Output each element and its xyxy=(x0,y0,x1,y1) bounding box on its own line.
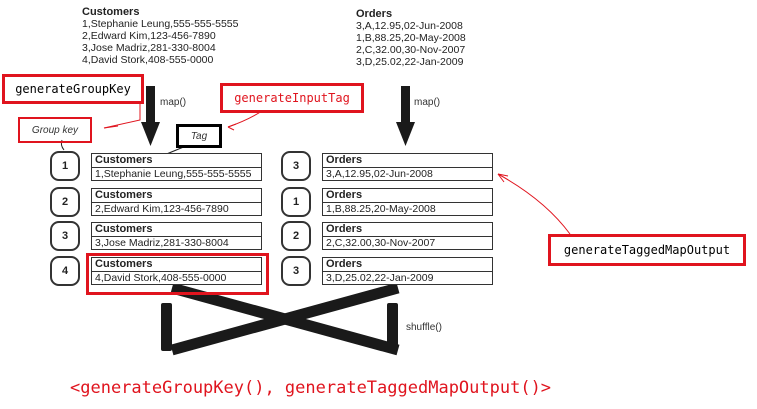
customers-source-line: 2,Edward Kim,123-456-7890 xyxy=(82,30,216,42)
customer-record: Customers 4,David Stork,408-555-0000 xyxy=(91,257,262,285)
generate-tagged-map-output-annotation: generateTaggedMapOutput xyxy=(548,234,746,266)
record-value: 2,C,32.00,30-Nov-2007 xyxy=(326,237,436,249)
shuffle-left-bar xyxy=(161,303,172,351)
customer-key-badge: 1 xyxy=(50,151,80,181)
record-value: 3,Jose Madriz,281-330-8004 xyxy=(95,237,229,249)
shuffle-cross-b xyxy=(170,282,400,356)
customers-source: Customers 1,Stephanie Leung,555-555-5555… xyxy=(82,6,238,66)
order-key-badge: 3 xyxy=(281,151,311,181)
record-value: 1,Stephanie Leung,555-555-5555 xyxy=(95,168,252,180)
record-tag: Customers xyxy=(92,258,261,272)
customer-key-badge: 3 xyxy=(50,221,80,251)
customer-key-badge: 4 xyxy=(50,256,80,286)
record-tag: Orders xyxy=(323,223,492,237)
orders-source-line: 1,B,88.25,20-May-2008 xyxy=(356,32,466,44)
generate-group-key-annotation: generateGroupKey xyxy=(2,74,144,104)
group-key-pointer xyxy=(60,139,65,151)
tagged-output-red-line xyxy=(497,173,571,235)
customers-source-line: 4,David Stork,408-555-0000 xyxy=(82,54,214,66)
order-key-badge: 1 xyxy=(281,187,311,217)
customer-key-badge: 2 xyxy=(50,187,80,217)
customer-record: Customers 3,Jose Madriz,281-330-8004 xyxy=(91,222,262,250)
order-key-badge: 2 xyxy=(281,221,311,251)
map-arrow-right-shaft xyxy=(401,86,410,124)
record-tag: Orders xyxy=(323,258,492,272)
customer-record: Customers 1,Stephanie Leung,555-555-5555 xyxy=(91,153,262,181)
record-tag: Orders xyxy=(323,154,492,168)
order-record: Orders 3,A,12.95,02-Jun-2008 xyxy=(322,153,493,181)
shuffle-label: shuffle() xyxy=(406,322,442,333)
tag-label: Tag xyxy=(176,124,222,148)
input-tag-red-arrowhead xyxy=(227,123,237,131)
record-value: 3,D,25.02,22-Jan-2009 xyxy=(326,272,434,284)
bottom-caption: <generateGroupKey(), generateTaggedMapOu… xyxy=(70,378,552,398)
orders-source-line: 2,C,32.00,30-Nov-2007 xyxy=(356,44,466,56)
record-tag: Customers xyxy=(92,189,261,203)
orders-source-title: Orders xyxy=(356,8,393,20)
group-key-red-tick xyxy=(103,125,119,129)
record-value: 4,David Stork,408-555-0000 xyxy=(95,272,227,284)
record-tag: Customers xyxy=(92,223,261,237)
order-record: Orders 1,B,88.25,20-May-2008 xyxy=(322,188,493,216)
record-value: 2,Edward Kim,123-456-7890 xyxy=(95,203,229,215)
map-arrow-left-shaft xyxy=(146,86,155,124)
generate-input-tag-annotation: generateInputTag xyxy=(220,83,364,113)
tagged-output-red-arrowhead xyxy=(497,173,509,183)
orders-source: Orders 3,A,12.95,02-Jun-2008 1,B,88.25,2… xyxy=(356,8,466,68)
customers-source-line: 1,Stephanie Leung,555-555-5555 xyxy=(82,18,239,30)
highlight-box xyxy=(86,253,269,295)
record-tag: Customers xyxy=(92,154,261,168)
shuffle-right-bar xyxy=(387,303,398,351)
record-value: 1,B,88.25,20-May-2008 xyxy=(326,203,436,215)
map-arrow-right-head xyxy=(396,122,415,146)
map-label-right: map() xyxy=(414,97,441,108)
customer-record: Customers 2,Edward Kim,123-456-7890 xyxy=(91,188,262,216)
group-key-label: Group key xyxy=(18,117,92,143)
orders-source-line: 3,A,12.95,02-Jun-2008 xyxy=(356,20,463,32)
record-value: 3,A,12.95,02-Jun-2008 xyxy=(326,168,433,180)
orders-source-line: 3,D,25.02,22-Jan-2009 xyxy=(356,56,464,68)
group-key-red-line xyxy=(103,102,141,129)
order-record: Orders 3,D,25.02,22-Jan-2009 xyxy=(322,257,493,285)
order-record: Orders 2,C,32.00,30-Nov-2007 xyxy=(322,222,493,250)
order-key-badge: 3 xyxy=(281,256,311,286)
record-tag: Orders xyxy=(323,189,492,203)
map-arrow-left-head xyxy=(141,122,160,146)
customers-source-line: 3,Jose Madriz,281-330-8004 xyxy=(82,42,216,54)
map-label-left: map() xyxy=(160,97,187,108)
customers-source-title: Customers xyxy=(82,6,140,18)
